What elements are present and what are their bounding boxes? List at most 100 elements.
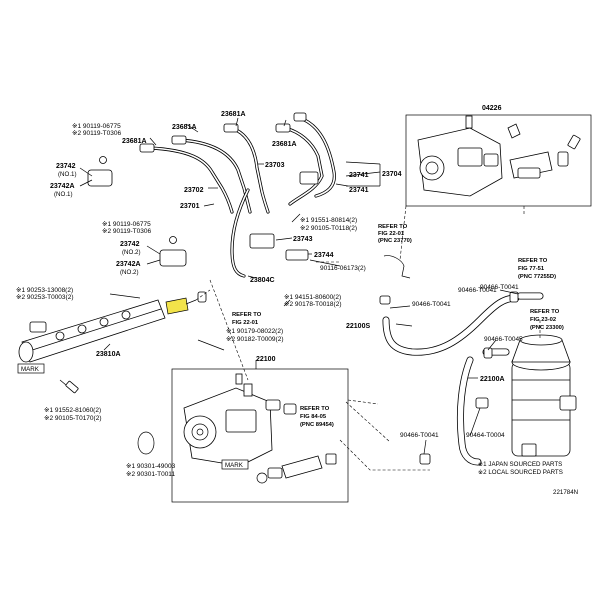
pump-subassembly-frame-04226 [405, 114, 592, 207]
svg-text:FIG 23-02: FIG 23-02 [530, 317, 556, 323]
callout-23742a-no2: 23742A [116, 261, 141, 268]
svg-text:(PNC 77255D): (PNC 77255D) [518, 274, 556, 280]
callout-23810a: 23810A [96, 351, 121, 358]
fuel-filter-22100a [511, 334, 577, 457]
callout-04226: 04226 [482, 105, 502, 112]
part-number: ※2 90253-T0003(2) [16, 294, 73, 301]
callout-23681a-2: 23681A [172, 124, 197, 131]
callout-23742-no1-note: (NO.1) [58, 171, 77, 178]
pipe-bracket [383, 255, 411, 279]
part-number: ※1 94151-80600(2) [284, 294, 341, 301]
clamp-23742-no1 [87, 169, 113, 187]
part-number: 90466-T0041 [412, 301, 451, 308]
bolt-head [99, 156, 107, 164]
reference-fig-84-05: REFER TO FIG 84-05 (PNC 89454) [300, 406, 334, 428]
injection-pipes [148, 116, 336, 278]
callout-23741-2: 23741 [349, 187, 369, 194]
part-number: ※2 90105-T0118(2) [300, 225, 357, 232]
svg-text:REFER TO: REFER TO [232, 312, 262, 318]
svg-text:FIG 77-51: FIG 77-51 [518, 266, 545, 272]
callout-23742a-no1: 23742A [50, 183, 75, 190]
callout-23701: 23701 [180, 203, 200, 210]
part-number: ※2 90301-T0011 [126, 471, 175, 478]
part-number: ※1 90179-08022(2) [226, 328, 283, 335]
figure-id: 221784N [553, 489, 578, 496]
pipe-clamps [87, 156, 319, 267]
common-rail-23810a [18, 299, 166, 394]
legend-local-sourced: ※2 LOCAL SOURCED PARTS [478, 469, 563, 476]
svg-text:FIG 22-01: FIG 22-01 [378, 231, 405, 237]
pipe-nut-3 [223, 123, 239, 133]
callout-23743: 23743 [293, 236, 313, 243]
callout-22100s: 22100S [346, 323, 370, 330]
callout-23744: 23744 [314, 252, 334, 259]
mark-label-rail: MARK [17, 363, 45, 374]
callout-23704: 23704 [382, 171, 402, 178]
pipe-nuts [139, 112, 307, 153]
svg-text:REFER TO: REFER TO [378, 224, 408, 230]
part-number: ※2 90119-T0306 [72, 130, 121, 137]
callout-23702: 23702 [184, 187, 204, 194]
callout-22100a: 22100A [480, 376, 505, 383]
part-number: ※2 90178-T0018(2) [284, 301, 341, 308]
callout-23742-no2: 23742 [120, 241, 140, 248]
svg-text:(PNC 23770): (PNC 23770) [378, 238, 412, 244]
part-number: ※2 90105-T0170(2) [44, 415, 101, 422]
part-number: ※1 90253-13008(2) [16, 287, 73, 294]
part-number: ※1 90119-06775 [102, 221, 151, 228]
part-number: 90466-T0041 [400, 432, 439, 439]
svg-text:MARK: MARK [225, 462, 244, 469]
callout-23742a-no2-note: (NO.2) [120, 269, 139, 276]
pipe-nut-2 [171, 135, 187, 145]
part-number: ※2 90182-T0009(2) [226, 336, 283, 343]
clamp-23744 [285, 249, 309, 261]
part-number: ※1 90119-06775 [72, 123, 121, 130]
dashed-reference-lines [195, 205, 541, 471]
callout-23742a-no1-note: (NO.1) [54, 191, 73, 198]
svg-text:REFER TO: REFER TO [518, 258, 548, 264]
part-number: 90116-06173(2) [320, 265, 366, 272]
svg-text:(PNC 89454): (PNC 89454) [300, 422, 334, 428]
callout-23741-1: 23741 [349, 172, 369, 179]
o-ring [137, 431, 155, 455]
callout-23804c: 23804C [250, 277, 275, 284]
callout-23681a-4: 23681A [272, 141, 297, 148]
reference-fig-23-02: REFER TO FIG 23-02 (PNC 23300) [530, 309, 564, 331]
part-number: 90466-T0045 [484, 336, 523, 343]
part-number: 90466-T0041 [480, 284, 519, 291]
highlighted-pressure-part [165, 297, 197, 315]
callout-23742-no1: 23742 [56, 163, 76, 170]
callout-23681a-3: 23681A [221, 111, 246, 118]
callout-23742-no2-note: (NO.2) [122, 249, 141, 256]
clamp-23743 [249, 233, 275, 249]
pump-04226-drawing [417, 115, 581, 197]
svg-text:REFER TO: REFER TO [300, 406, 330, 412]
part-number: 90466-T0041 [458, 287, 497, 294]
svg-text:FIG 22-01: FIG 22-01 [232, 320, 259, 326]
part-number: ※1 91552-81060(2) [44, 407, 101, 414]
reference-fig-22-01: REFER TO FIG 22-01 [232, 312, 262, 326]
reference-fig-77-51: REFER TO FIG 77-51 (PNC 77255D) [518, 258, 556, 280]
pipe-nut-1 [139, 143, 155, 153]
svg-text:REFER TO: REFER TO [530, 309, 560, 315]
part-number: ※2 90119-T0306 [102, 228, 151, 235]
pump-subassembly-frame-22100 [171, 368, 349, 503]
mark-label-pump: MARK [221, 459, 249, 470]
callout-23681a-1: 23681A [122, 138, 147, 145]
reference-fig-22-01-pnc-23770: REFER TO FIG 22-01 (PNC 23770) [378, 224, 412, 244]
svg-text:(PNC 23300): (PNC 23300) [530, 325, 564, 331]
svg-text:FIG 84-05: FIG 84-05 [300, 414, 327, 420]
part-number: ※1 90301-49003 [126, 463, 176, 470]
bolt-head [169, 236, 177, 244]
clamp-23741 [299, 171, 319, 185]
pipe-nut-4 [275, 123, 291, 133]
hose-clamps [197, 291, 519, 465]
clamp-23742-no2 [159, 249, 187, 267]
leader-lines [79, 117, 519, 455]
callout-22100: 22100 [256, 356, 276, 363]
pump-22100-drawing [183, 373, 337, 484]
part-number: 90464-T0004 [466, 432, 505, 439]
pipe-nut-5 [293, 112, 307, 122]
callout-23703: 23703 [265, 162, 285, 169]
